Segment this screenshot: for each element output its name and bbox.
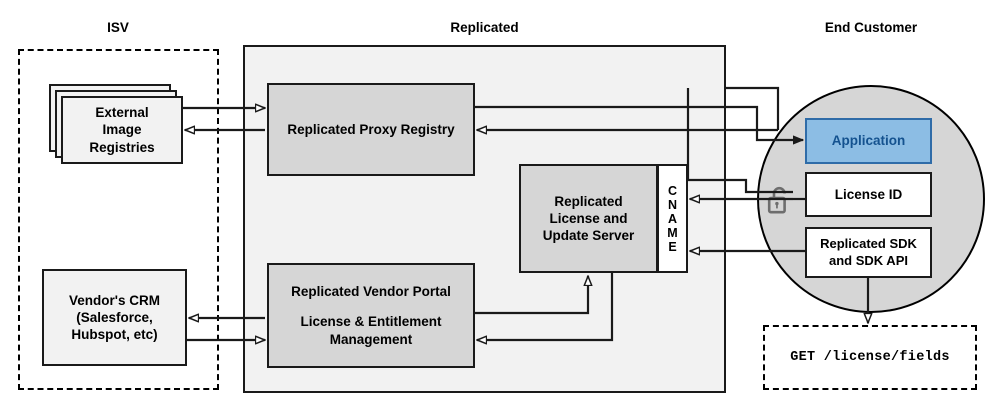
zone-title-isv: ISV [107, 20, 129, 35]
external-image-registries[interactable]: External Image Registries [61, 96, 183, 164]
vendors-crm-line-1: Vendor's CRM [69, 292, 160, 308]
customer-license-id-label: License ID [834, 186, 903, 202]
vendor-portal-line-2: License & Entitlement [300, 314, 442, 330]
zone-title-replicated: Replicated [450, 20, 519, 35]
cname-letter-c: C [667, 183, 678, 198]
cname-letter-n: N [667, 197, 678, 212]
replicated-license-and-update-server[interactable]: Replicated License and Update Server [519, 164, 658, 273]
replicated-vendor-portal[interactable]: Replicated Vendor Portal License & Entit… [267, 263, 475, 368]
vendor-portal-line-3: Management [329, 331, 413, 347]
cname-letter-e: E [668, 239, 677, 254]
license-server-line-2: License and [549, 210, 628, 226]
api-call-label: GET /license/fields [790, 350, 950, 365]
vendors-crm[interactable]: Vendor's CRM (Salesforce, Hubspot, etc) [42, 269, 187, 366]
customer-application[interactable]: Application [805, 118, 932, 164]
customer-replicated-sdk-line-1: Replicated SDK [820, 235, 917, 251]
cname-letter-m: M [667, 225, 678, 240]
cname-letter-a: A [667, 211, 678, 226]
vendors-crm-line-2: (Salesforce, [76, 309, 153, 325]
customer-replicated-sdk-line-2: and SDK API [829, 252, 908, 268]
customer-license-id[interactable]: License ID [805, 172, 932, 217]
api-call-box: GET /license/fields [763, 325, 977, 390]
license-server-line-3: Update Server [542, 228, 635, 244]
wire-application-to-proxy-riser [726, 86, 780, 130]
vendor-portal-line-1: Replicated Vendor Portal [291, 284, 451, 300]
license-server-line-1: Replicated [554, 193, 623, 209]
external-image-registries-line-2: Image [102, 122, 142, 138]
external-image-registries-line-1: External [95, 105, 149, 121]
unlocked-padlock-icon [767, 186, 786, 214]
replicated-proxy-registry-label: Replicated Proxy Registry [287, 121, 455, 137]
zone-title-end-customer: End Customer [824, 20, 918, 35]
cname-badge: C N A M E [657, 164, 688, 273]
external-image-registries-line-3: Registries [89, 139, 155, 155]
vendors-crm-line-3: Hubspot, etc) [71, 327, 158, 343]
customer-application-label: Application [831, 133, 906, 149]
replicated-proxy-registry[interactable]: Replicated Proxy Registry [267, 83, 475, 176]
zone-isv [18, 49, 219, 390]
customer-replicated-sdk[interactable]: Replicated SDK and SDK API [805, 227, 932, 278]
